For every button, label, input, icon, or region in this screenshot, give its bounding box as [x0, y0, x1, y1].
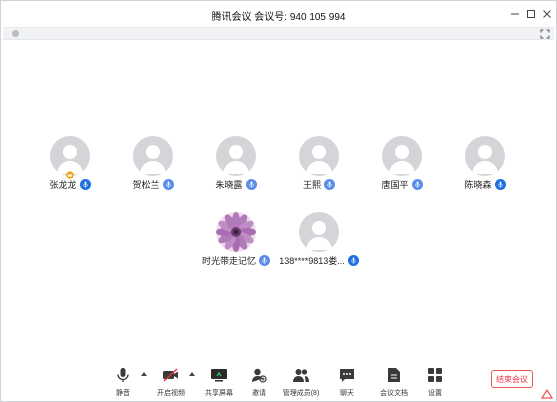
mute-options-caret[interactable]	[141, 372, 147, 376]
video-off-icon	[163, 368, 178, 382]
document-icon	[388, 368, 400, 382]
video-options-caret[interactable]	[189, 372, 195, 376]
video-label: 开启视频	[157, 390, 185, 397]
participant-name: 唐国平	[381, 180, 409, 190]
avatar	[299, 136, 339, 176]
participant-tile[interactable]: 陈晓森	[445, 136, 525, 191]
settings-grid-icon	[428, 368, 442, 382]
participant-name: 贺松兰	[132, 180, 160, 190]
end-meeting-button[interactable]: 结束会议	[491, 370, 533, 388]
settings-button[interactable]: 设置	[415, 365, 455, 398]
mic-icon	[259, 255, 270, 266]
app-logo-icon	[541, 389, 553, 399]
meeting-docs-label: 会议文档	[380, 390, 408, 397]
avatar	[216, 136, 256, 176]
mic-icon	[162, 179, 174, 190]
chat-icon	[340, 369, 354, 382]
mic-icon	[324, 179, 335, 190]
manage-members-button[interactable]: 管理成员(8)	[281, 365, 321, 398]
members-icon	[293, 369, 309, 382]
mic-icon	[79, 179, 91, 190]
fullscreen-icon[interactable]	[540, 29, 550, 39]
participant-name: 138****9813娄...	[279, 256, 345, 266]
participant-tile[interactable]: 王熙	[279, 136, 359, 191]
meeting-info-bar	[3, 27, 554, 40]
window-title: 腾讯会议 会议号: 940 105 994	[211, 12, 346, 23]
host-crown-icon	[66, 171, 74, 179]
chat-label: 聊天	[340, 390, 354, 397]
flower-avatar	[216, 212, 256, 252]
invite-label: 邀请	[252, 390, 266, 397]
participant-tile[interactable]: 唐国平	[362, 136, 442, 191]
participant-name: 王熙	[302, 180, 321, 190]
participant-tile[interactable]: 时光带走记忆	[196, 212, 276, 267]
mic-icon	[347, 255, 359, 266]
minimize-icon	[511, 13, 519, 15]
avatar	[299, 212, 339, 252]
invite-icon	[252, 368, 267, 383]
participant-name: 朱晓露	[215, 180, 243, 190]
participant-grid: 张龙龙 贺松兰 朱晓露	[1, 1, 556, 361]
participant-name: 陈晓森	[464, 180, 492, 190]
invite-button[interactable]: 邀请	[239, 365, 279, 398]
share-screen-icon	[211, 369, 227, 382]
manage-members-label: 管理成员(8)	[282, 390, 320, 397]
mic-icon	[245, 179, 257, 190]
avatar	[465, 136, 505, 176]
mic-icon	[411, 179, 423, 190]
share-screen-button[interactable]: 共享屏幕	[199, 365, 239, 398]
share-screen-label: 共享屏幕	[205, 390, 233, 397]
participant-tile[interactable]: 张龙龙	[30, 136, 110, 191]
settings-label: 设置	[428, 390, 442, 397]
mic-icon	[494, 179, 506, 190]
meeting-toolbar: 静音 开启视频 共享屏幕 邀请 管理成员(8) 聊天 会议文档	[1, 363, 556, 401]
mute-label: 静音	[116, 390, 130, 397]
maximize-button[interactable]	[522, 5, 540, 23]
avatar	[382, 136, 422, 176]
participant-tile[interactable]: 朱晓露	[196, 136, 276, 191]
close-button[interactable]	[538, 5, 556, 23]
participant-tile[interactable]: 138****9813娄...	[279, 212, 359, 267]
microphone-icon	[117, 368, 129, 382]
avatar	[50, 136, 90, 176]
title-bar: 腾讯会议 会议号: 940 105 994	[1, 1, 556, 27]
maximize-icon	[527, 10, 535, 18]
close-icon	[543, 10, 551, 18]
minimize-button[interactable]	[506, 5, 524, 23]
chat-button[interactable]: 聊天	[327, 365, 367, 398]
participant-name: 张龙龙	[49, 180, 77, 190]
info-icon[interactable]	[12, 30, 19, 37]
avatar	[133, 136, 173, 176]
video-button[interactable]: 开启视频	[151, 365, 191, 398]
meeting-docs-button[interactable]: 会议文档	[374, 365, 414, 398]
participant-tile[interactable]: 贺松兰	[113, 136, 193, 191]
participant-name: 时光带走记忆	[201, 256, 256, 266]
mute-button[interactable]: 静音	[103, 365, 143, 398]
